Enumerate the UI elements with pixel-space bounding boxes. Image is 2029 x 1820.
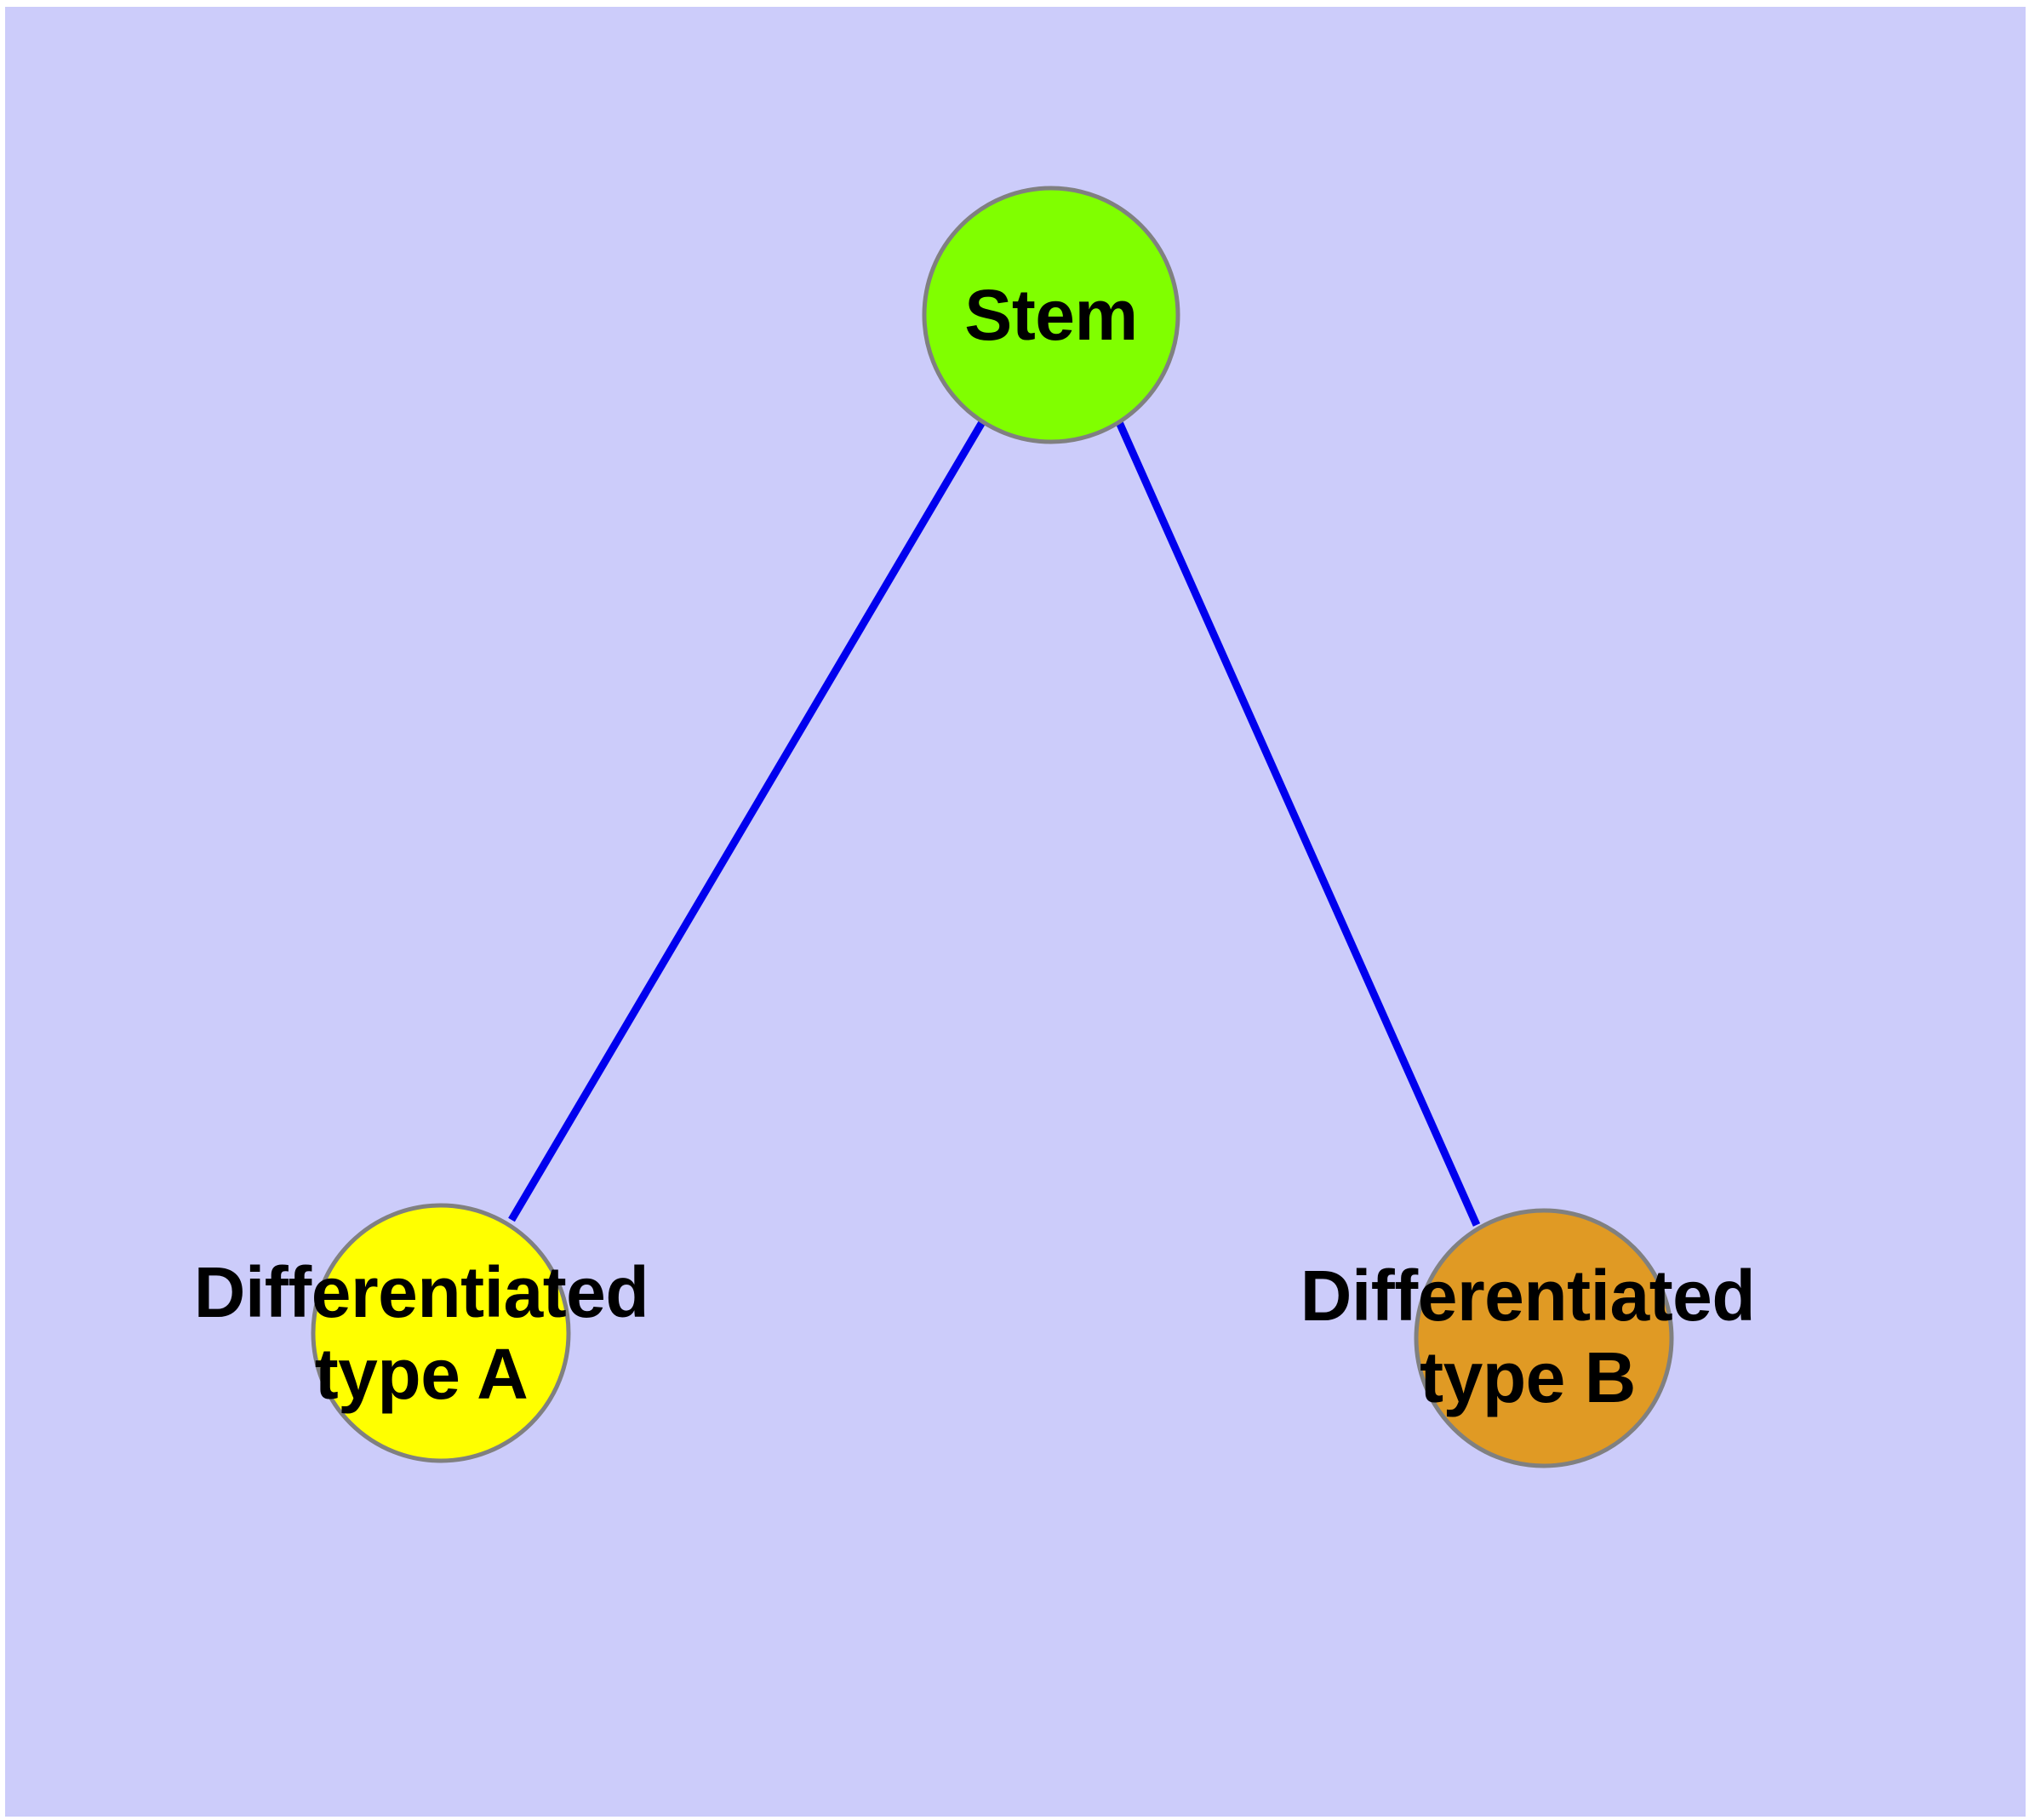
edge-stem-to-type-a[interactable] <box>508 420 986 1222</box>
node-differentiated-type-a[interactable] <box>311 1203 571 1463</box>
edge-stem-to-type-b[interactable] <box>1115 421 1481 1227</box>
node-differentiated-type-b[interactable] <box>1414 1208 1674 1468</box>
node-stem[interactable] <box>922 186 1180 444</box>
